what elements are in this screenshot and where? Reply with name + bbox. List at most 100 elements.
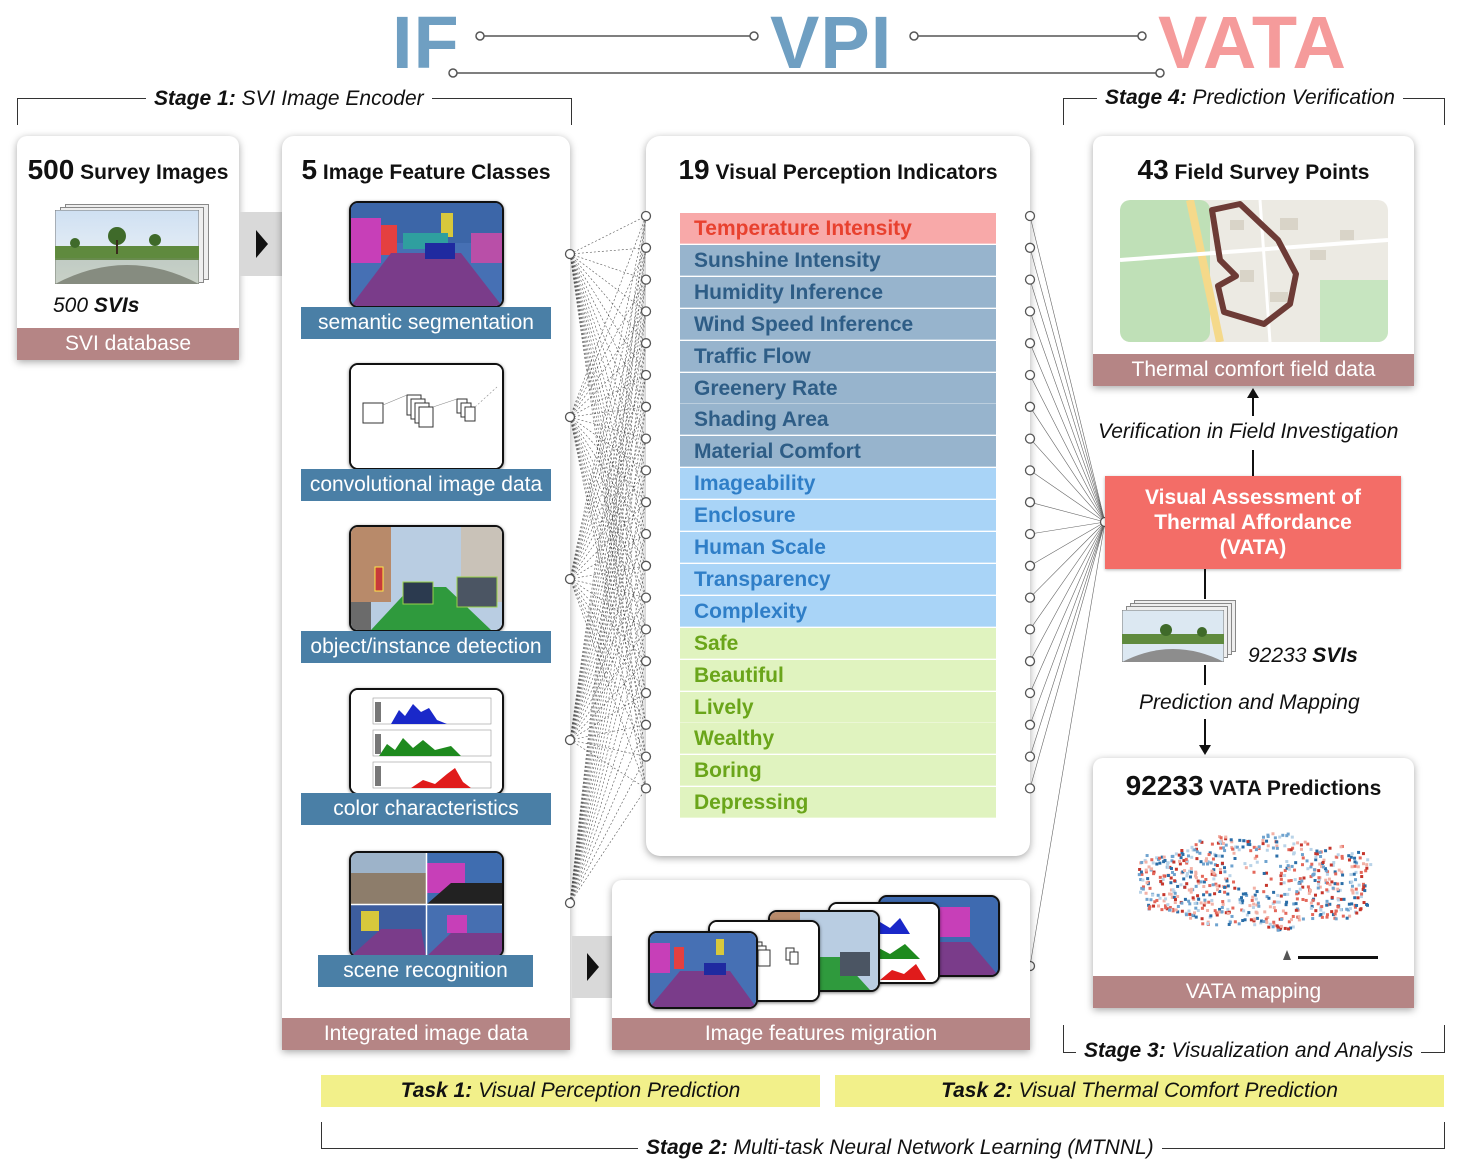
connection-line (569, 311, 647, 580)
vata-map-cell (1187, 869, 1191, 873)
indicator-input-node (640, 242, 652, 253)
vata-map-cell (1166, 874, 1170, 878)
vata-map-cell (1231, 906, 1235, 910)
vata-map-cell (1240, 901, 1244, 905)
vata-map-cell (1345, 916, 1349, 920)
vata-map-cell (1269, 877, 1273, 881)
vata-map-cell (1320, 915, 1324, 919)
vata-map-cell (1264, 917, 1268, 921)
indicator-row: Transparency (680, 563, 996, 595)
svi-92233-caption: 92233 SVIs (1248, 644, 1358, 667)
indicator-output-node (1024, 751, 1036, 762)
vata-map-cell (1183, 897, 1187, 901)
vata-map-cell (1365, 903, 1369, 907)
vata-map-cell (1242, 909, 1246, 913)
vata-map-cell (1348, 914, 1352, 918)
vata-map-cell (1141, 885, 1145, 889)
connection-line (569, 724, 647, 741)
connection-line (569, 215, 647, 580)
vata-map-cell (1265, 839, 1269, 843)
vata-map-cell (1180, 909, 1184, 913)
vata-map-cell (1218, 867, 1222, 871)
connection-line (569, 279, 647, 904)
vata-map-cell (1176, 895, 1180, 899)
vata-map-cell (1355, 891, 1359, 895)
vata-map-cell (1255, 860, 1259, 864)
vata-map-cell (1229, 838, 1233, 842)
vata-map-cell (1206, 908, 1210, 912)
vata-map-cell (1287, 920, 1291, 924)
vata-map-cell (1261, 835, 1265, 839)
vata-map-cell (1138, 867, 1142, 871)
vata-map-cell (1188, 902, 1192, 906)
vata-map-cell (1249, 849, 1253, 853)
vata-map-cell (1355, 904, 1359, 908)
vata-map-cell (1194, 906, 1198, 910)
connection-line (569, 374, 647, 904)
indicator-row: Beautiful (680, 659, 996, 691)
vata-map-cell (1317, 880, 1321, 884)
task2-bar: Task 2: Visual Thermal Comfort Predictio… (835, 1075, 1444, 1107)
vata-map-cell (1314, 852, 1318, 856)
connection-line (1029, 521, 1106, 535)
connection-line (1029, 521, 1106, 598)
vata-map-cell (1212, 868, 1216, 872)
vata-map-cell (1213, 863, 1217, 867)
vata-map-cell (1265, 871, 1269, 875)
vata-map-cell (1265, 895, 1269, 899)
indicator-input-node (640, 783, 652, 794)
vata-map-cell (1178, 859, 1182, 863)
prediction-arrow (1199, 569, 1211, 755)
vata-map-cell (1210, 898, 1214, 902)
vata-map-cell (1291, 914, 1295, 918)
vata-map-cell (1361, 852, 1365, 856)
vata-map-cell (1358, 856, 1362, 860)
indicator-output-node (1024, 592, 1036, 603)
vata-map-cell (1189, 867, 1193, 871)
vata-map-cell (1350, 902, 1354, 906)
vata-map-cell (1194, 870, 1198, 874)
vata-map-cell (1196, 909, 1200, 913)
vata-map-cell (1199, 860, 1203, 864)
connection-line (569, 416, 647, 662)
indicator-row: Lively (680, 691, 996, 723)
vata-map-cell (1268, 905, 1272, 909)
image-features-migration-footer: Image features migration (612, 1018, 1030, 1050)
vata-map-cell (1325, 872, 1329, 876)
vata-map-cell (1355, 911, 1359, 915)
vata-map-cell (1240, 908, 1244, 912)
vata-map-cell (1292, 852, 1296, 856)
vata-map-cell (1265, 920, 1269, 924)
vata-map-cell (1196, 894, 1200, 898)
vata-map-cell (1220, 910, 1224, 914)
connection-line (569, 253, 647, 471)
vata-map-cell (1202, 862, 1206, 866)
vata-map-cell (1361, 887, 1365, 891)
connection-line (1029, 438, 1106, 523)
vata-map-cell (1336, 887, 1340, 891)
vata-map-cell (1198, 851, 1202, 855)
vata-map-cell (1301, 885, 1305, 889)
vata-map-cell (1237, 848, 1241, 852)
vata-map-cell (1195, 857, 1199, 861)
vata-map-cell (1185, 859, 1189, 863)
vata-map-cell (1336, 905, 1340, 909)
indicator-row: Safe (680, 627, 996, 659)
vata-map-cell (1267, 925, 1271, 929)
indicator-input-node (640, 210, 652, 222)
vata-map-cell (1327, 877, 1331, 881)
vata-map-cell (1320, 905, 1324, 909)
vata-map-cell (1200, 874, 1204, 878)
vata-map-cell (1308, 888, 1312, 892)
vata-map-cell (1140, 860, 1144, 864)
stage1-label: Stage 1: SVI Image Encoder (146, 87, 432, 111)
vata-map-cell (1189, 916, 1193, 920)
vata-map-cell (1350, 865, 1354, 869)
vata-map-cell (1311, 913, 1315, 917)
vata-map-cell (1243, 862, 1247, 866)
vata-map-cell (1353, 864, 1357, 868)
vata-map-cell (1287, 927, 1291, 931)
vata-map-cell (1168, 908, 1172, 912)
vata-map-cell (1300, 853, 1304, 857)
vata-map-cell (1277, 900, 1281, 904)
